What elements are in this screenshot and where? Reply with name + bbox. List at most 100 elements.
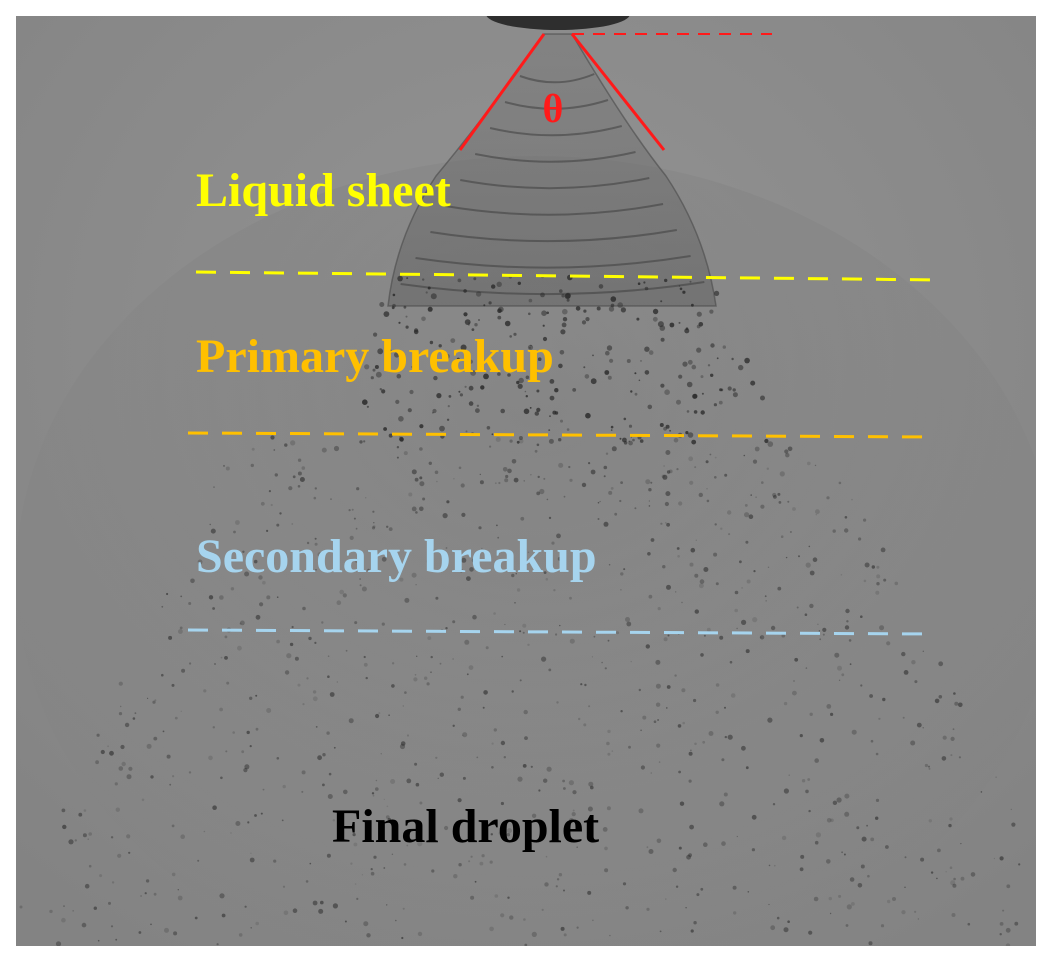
droplet [61,917,66,923]
droplet [330,498,332,500]
droplet [244,571,250,577]
droplet [513,332,517,336]
droplet [249,745,252,748]
droplet [581,482,587,488]
droplet [686,854,691,860]
droplet [464,639,470,645]
droplet [504,320,511,327]
droplet [489,445,492,448]
droplet [511,690,514,693]
droplet [397,275,403,282]
droplet [110,836,114,839]
droplet [276,596,279,598]
droplet [669,322,675,328]
droplet [531,557,535,561]
droplet [497,372,501,376]
droplet [879,625,885,631]
droplet [81,922,87,928]
droplet [194,916,198,920]
droplet [958,702,963,708]
droplet [437,777,439,779]
droplet [794,657,799,662]
droplet [860,864,865,869]
droplet [609,934,611,937]
label-final-droplet: Final droplet [332,800,599,853]
droplet [776,916,780,920]
droplet [282,885,286,888]
droplet [678,321,681,324]
droplet [551,541,555,545]
droplet [640,360,642,362]
droplet [97,939,100,942]
droplet [875,816,879,820]
droplet [904,856,907,859]
droplet [419,506,424,512]
droplet [189,662,192,665]
droplet [242,550,245,553]
droplet [980,791,983,793]
droplet [593,635,596,638]
droplet [836,797,842,803]
droplet [436,480,438,483]
droplet [491,742,494,745]
droplet [620,710,623,713]
droplet [371,792,375,795]
droplet [462,734,464,737]
droplet [650,772,653,774]
droplet [569,638,575,644]
droplet [456,357,460,361]
droplet [876,565,880,569]
droplet [575,306,581,311]
droplet [767,441,774,447]
droplet [764,438,769,444]
droplet [677,555,680,558]
droplet [87,838,89,840]
droplet [396,373,402,379]
droplet [326,731,330,735]
droplet [653,720,657,723]
droplet [432,411,434,414]
droplet [315,569,317,571]
droplet [563,495,566,498]
droplet [642,715,647,720]
droplet [491,433,494,436]
droplet [459,393,463,397]
droplet [934,698,940,704]
droplet [863,518,867,522]
droplet [875,752,879,756]
droplet [276,523,280,527]
droplet [805,562,811,568]
droplet [720,527,723,530]
droplet [365,497,367,499]
droplet [694,609,699,614]
droplet [118,766,124,771]
droplet [894,581,899,586]
droplet [760,504,765,509]
droplet [483,373,489,380]
droplet [463,289,467,293]
droplet [251,447,255,451]
droplet [524,390,527,393]
droplet [317,755,322,761]
droplet [643,281,646,284]
droplet [118,681,123,686]
droplet [399,577,404,582]
droplet [497,308,502,314]
droplet [851,902,855,906]
droplet [392,293,396,297]
droplet [602,827,608,832]
droplet [150,923,152,926]
droplet [517,281,521,285]
droplet [411,366,413,368]
droplet [698,492,703,498]
droplet [413,329,419,335]
droplet [622,882,627,886]
droplet [609,358,614,363]
droplet [491,766,494,769]
droplet [511,459,517,464]
droplet [584,683,587,687]
droplet [153,892,157,896]
droplet [485,646,489,650]
droplet [753,570,756,573]
droplet [822,627,827,633]
